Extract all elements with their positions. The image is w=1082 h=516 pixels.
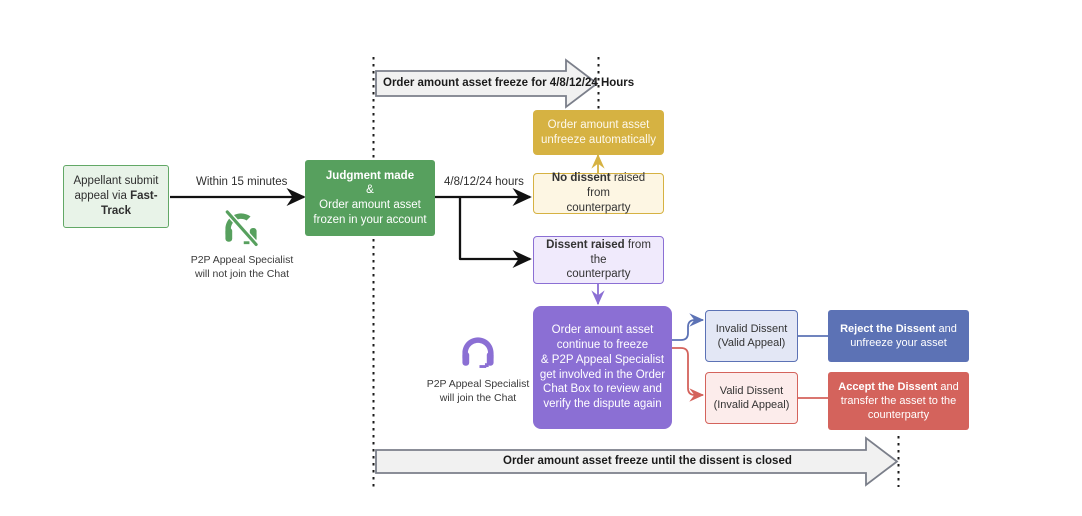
edge-label-within-15-minutes: Within 15 minutes xyxy=(196,176,288,188)
dissent-raised-line2: counterparty xyxy=(566,268,631,281)
node-judgment-text: Judgment made & Order amount asset frozen i… xyxy=(305,169,435,228)
node-valid-dissent[interactable]: Valid Dissent (Invalid Appeal) xyxy=(705,372,798,424)
reject-rest: and xyxy=(935,322,957,335)
node-dissent-raised[interactable]: Dissent raised from the counterparty xyxy=(533,236,664,284)
accept-bold: Accept the Dissent xyxy=(838,380,938,393)
edge-continue-to-valid xyxy=(672,347,705,402)
node-unfreeze-automatically[interactable]: Order amount asset unfreeze automaticall… xyxy=(533,110,664,155)
top-banner-label: Order amount asset freeze for 4/8/12/24 … xyxy=(383,77,635,89)
unfreeze-text: Order amount asset unfreeze automaticall… xyxy=(540,118,657,146)
judgment-line1: Judgment made xyxy=(325,169,415,182)
headset-off-caption: P2P Appeal Specialist will not join the … xyxy=(190,254,294,281)
reject-bold: Reject the Dissent xyxy=(840,322,936,335)
judgment-line4: frozen in your account xyxy=(313,213,427,226)
judgment-line3: Order amount asset xyxy=(319,199,421,211)
dissent-raised-text: Dissent raised from the counterparty xyxy=(534,238,663,282)
invalid-dissent-text: Invalid Dissent (Valid Appeal) xyxy=(706,322,797,350)
invalid-line2: (Valid Appeal) xyxy=(717,337,786,349)
accept-rest: and xyxy=(937,380,959,393)
valid-line1: Valid Dissent xyxy=(719,384,784,397)
reject-text: Reject the Dissent and unfreeze your asse… xyxy=(828,322,969,350)
accept-line3: counterparty xyxy=(867,409,930,422)
no-dissent-bold: No dissent xyxy=(551,172,611,185)
node-reject-dissent[interactable]: Reject the Dissent and unfreeze your asse… xyxy=(828,310,969,362)
appellant-line2-bold: Fast-Track xyxy=(100,190,158,217)
edge-continue-to-invalid xyxy=(672,313,705,341)
headset-icon xyxy=(456,330,500,374)
reject-line2: unfreeze your asset xyxy=(850,337,947,349)
node-appellant-text: Appellant submit appeal via Fast-Track xyxy=(64,174,168,218)
edge-judgment-to-dissent xyxy=(458,197,532,268)
appellant-line2-prefix: appeal via xyxy=(74,190,131,203)
bottom-banner-label: Order amount asset freeze until the diss… xyxy=(503,455,792,467)
valid-line2: (Invalid Appeal) xyxy=(713,399,790,411)
valid-dissent-text: Valid Dissent (Invalid Appeal) xyxy=(706,384,797,412)
edge-label-hours: 4/8/12/24 hours xyxy=(444,176,524,188)
dissent-raised-bold: Dissent raised xyxy=(546,238,625,251)
judgment-line2: & xyxy=(366,184,374,197)
node-continue-freeze[interactable]: Order amount asset continue to freeze & … xyxy=(533,306,672,429)
continue-freeze-text: Order amount asset continue to freeze & … xyxy=(539,324,666,410)
headset-on-caption: P2P Appeal Specialist will join the Chat xyxy=(426,378,530,405)
appellant-line1: Appellant submit xyxy=(73,175,159,188)
invalid-line1: Invalid Dissent xyxy=(715,322,788,335)
dissent-raised-rest: from the xyxy=(590,238,651,266)
node-appellant-submit[interactable]: Appellant submit appeal via Fast-Track xyxy=(63,165,169,228)
no-dissent-line2: counterparty xyxy=(566,201,631,214)
node-judgment-made[interactable]: Judgment made & Order amount asset frozen i… xyxy=(305,160,435,236)
headset-off-icon xyxy=(219,206,263,250)
no-dissent-rest: raised from xyxy=(587,172,646,200)
node-invalid-dissent[interactable]: Invalid Dissent (Valid Appeal) xyxy=(705,310,798,362)
accept-line2: transfer the asset to the xyxy=(840,394,957,407)
